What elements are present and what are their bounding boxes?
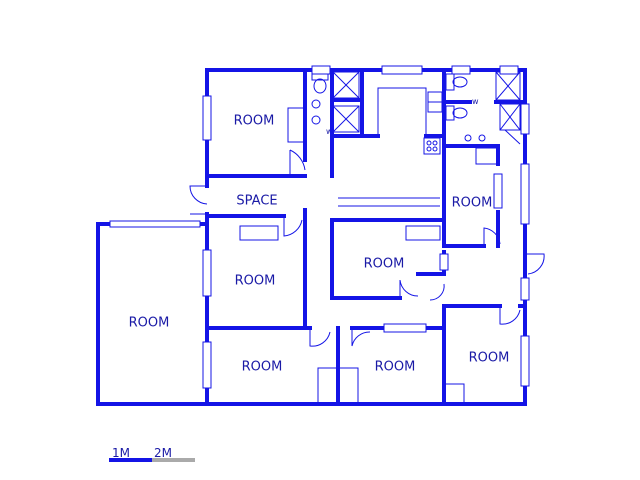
room-label: ROOM: [364, 257, 405, 272]
room-label: ROOM: [469, 351, 510, 366]
svg-text:w: w: [472, 97, 479, 106]
room-labels: ROOM SPACE ROOM ROOM ROOM ROOM ROOM ROOM…: [129, 114, 510, 375]
scale-label-2m: 2M: [154, 446, 172, 460]
doors: [189, 129, 545, 347]
basin-icon: [311, 99, 321, 109]
scale-label-1m: 1M: [112, 446, 130, 460]
walls: [96, 68, 527, 406]
room-label: ROOM: [129, 316, 170, 331]
svg-text:w: w: [326, 127, 333, 136]
room-label: ROOM: [234, 114, 275, 129]
scale-bar: 1M 2M: [109, 446, 195, 462]
room-label: ROOM: [375, 360, 416, 375]
room-label: ROOM: [242, 360, 283, 375]
stove-icon: [423, 137, 441, 155]
space-label: SPACE: [236, 194, 277, 209]
room-label: ROOM: [235, 274, 276, 289]
room-label: ROOM: [452, 196, 493, 211]
windows: [109, 65, 530, 389]
